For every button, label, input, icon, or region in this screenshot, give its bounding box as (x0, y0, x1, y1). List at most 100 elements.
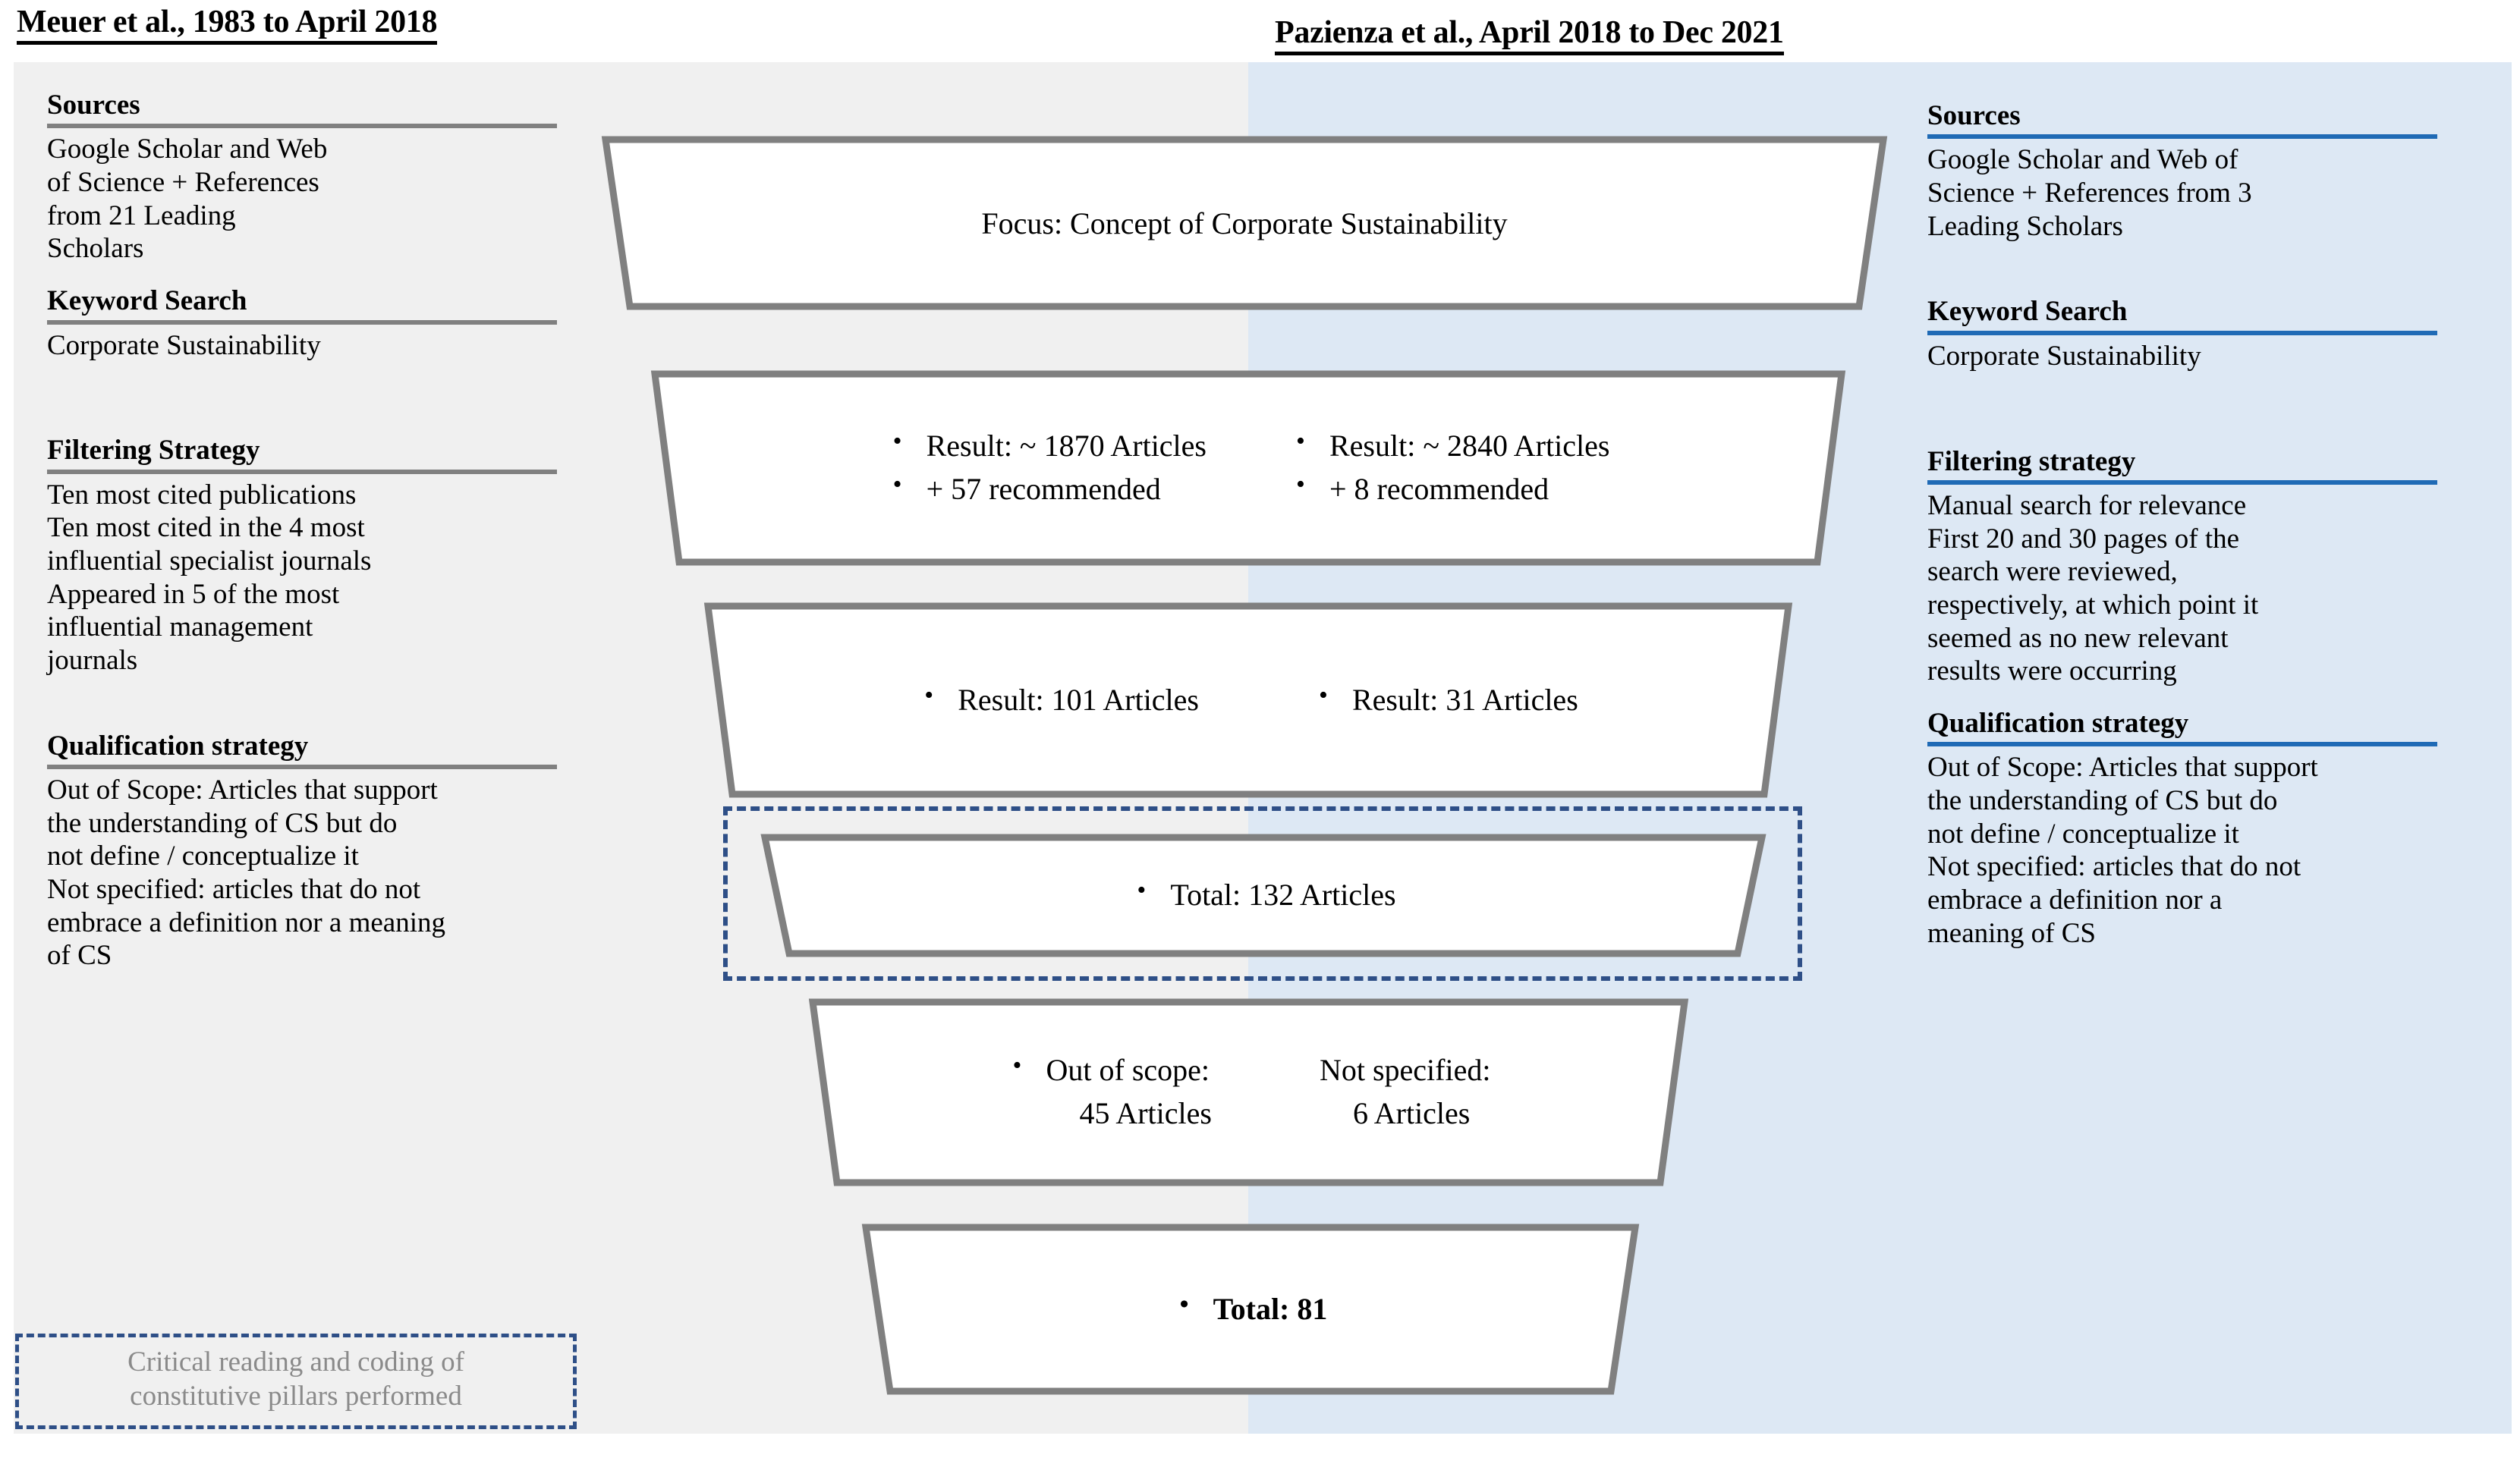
right-column-title: Pazienza et al., April 2018 to Dec 2021 (1275, 17, 1784, 55)
left-section-keyword-search-rule (47, 319, 557, 325)
bullet-item: + 8 recommended (1290, 467, 1609, 511)
right-section-keyword-search: Keyword Search Corporate Sustainability (1927, 296, 2504, 372)
right-section-keyword-search-body: Corporate Sustainability (1927, 340, 2504, 373)
text-line: Corporate Sustainability (47, 329, 321, 361)
text-line: embrace a definition nor a (1927, 884, 2223, 916)
funnel-stage-filtering-results: Result: 101 Articles Result: 31 Articles (702, 602, 1795, 799)
funnel-stage-total-132-body: Total: 132 Articles (1131, 872, 1395, 917)
left-section-filtering-strategy-body: Ten most cited publications Ten most cit… (47, 479, 624, 677)
right-section-filtering-strategy: Filtering strategy Manual search for rel… (1927, 446, 2504, 688)
trapezoid-shape (601, 136, 1888, 310)
funnel-stage-filtering-results-right: Result: 31 Articles (1313, 677, 1578, 722)
funnel-stage-keyword-results-right: Result: ~ 2840 Articles + 8 recommended (1290, 423, 1609, 511)
right-section-sources: Sources Google Scholar and Web of Scienc… (1927, 100, 2504, 243)
text-line: the understanding of CS but do (47, 807, 398, 839)
text-line: Appeared in 5 of the most (47, 578, 340, 610)
right-section-sources-heading: Sources (1927, 100, 2021, 131)
funnel-stage-focus: Focus: Concept of Corporate Sustainabili… (599, 135, 1889, 311)
bullet-item: Total: 132 Articles (1131, 872, 1395, 917)
text-line: the understanding of CS but do (1927, 784, 2278, 816)
highlight-box-total-132 (723, 806, 1802, 981)
text-line: constitutive pillars performed (130, 1381, 462, 1412)
text-line: journals (47, 644, 138, 676)
left-section-sources-rule (47, 124, 557, 129)
text-line: Not specified: articles that do not (1927, 851, 2301, 883)
left-section-sources-body: Google Scholar and Web of Science + Refe… (47, 133, 624, 265)
text-line: First 20 and 30 pages of the (1927, 523, 2240, 555)
left-section-qualification-strategy-rule (47, 764, 557, 769)
left-section-qualification-strategy-heading: Qualification strategy (47, 730, 309, 762)
bullet-item: Result: 31 Articles (1313, 677, 1578, 722)
funnel-stage-total-81-body: Total: 81 (1174, 1287, 1328, 1331)
text-line: seemed as no new relevant (1927, 622, 2229, 654)
right-section-qualification-strategy-body: Out of Scope: Articles that support the … (1927, 751, 2504, 950)
text-line: not define / conceptualize it (1927, 818, 2239, 850)
right-section-filtering-strategy-heading: Filtering strategy (1927, 445, 2136, 477)
right-section-filtering-strategy-rule (1927, 479, 2437, 485)
left-section-filtering-strategy: Filtering Strategy Ten most cited public… (47, 435, 624, 677)
label-subitem: 6 Articles (1352, 1096, 1471, 1130)
text-line: Google Scholar and Web of (1927, 144, 2238, 176)
right-section-keyword-search-rule (1927, 330, 2437, 335)
funnel-stage-qualification-results-left: Out of scope: 45 Articles (1007, 1048, 1212, 1136)
funnel-stage-qualification-results: Out of scope: 45 Articles Not specified:… (807, 998, 1691, 1187)
text-line: Science + References from 3 (1927, 178, 2252, 209)
trapezoid-shape (703, 602, 1793, 798)
text-line: Manual search for relevance (1927, 489, 2247, 521)
label-item: Not specified: (1319, 1053, 1491, 1088)
left-section-qualification-strategy: Qualification strategy Out of Scope: Art… (47, 731, 624, 972)
text-line: influential specialist journals (47, 545, 372, 577)
text-line: not define / conceptualize it (47, 840, 359, 872)
funnel-stage-total-132: Total: 132 Articles (759, 833, 1768, 958)
bullet-item: Out of scope: (1007, 1048, 1212, 1092)
funnel-stage-focus-label: Focus: Concept of Corporate Sustainabili… (981, 206, 1508, 240)
left-section-qualification-strategy-body: Out of Scope: Articles that support the … (47, 774, 624, 972)
right-section-sources-body: Google Scholar and Web of Science + Refe… (1927, 143, 2504, 243)
left-section-filtering-strategy-rule (47, 469, 557, 474)
left-section-filtering-strategy-heading: Filtering Strategy (47, 435, 260, 467)
funnel-stage-filtering-results-left: Result: 101 Articles (918, 677, 1199, 722)
text-line: Corporate Sustainability (1927, 340, 2201, 372)
critical-reading-note: Critical reading and coding of constitut… (15, 1334, 577, 1429)
left-section-sources-heading: Sources (47, 90, 140, 121)
right-section-sources-rule (1927, 134, 2437, 140)
text-line: respectively, at which point it (1927, 589, 2259, 621)
text-line: Google Scholar and Web (47, 134, 328, 165)
bullet-subitem: 45 Articles (1079, 1096, 1212, 1130)
text-line: of Science + References (47, 167, 319, 199)
text-line: search were reviewed, (1927, 556, 2178, 588)
text-line: Scholars (47, 233, 144, 265)
text-line: results were occurring (1927, 655, 2177, 687)
funnel-stage-qualification-results-right: Not specified: 6 Articles (1280, 1049, 1491, 1136)
text-line: meaning of CS (1927, 917, 2096, 949)
text-line: Out of Scope: Articles that support (47, 774, 438, 806)
left-section-keyword-search-body: Corporate Sustainability (47, 329, 624, 363)
left-section-keyword-search-heading: Keyword Search (47, 285, 247, 317)
text-line: Ten most cited publications (47, 479, 357, 511)
bullet-item: Total: 81 (1174, 1287, 1328, 1331)
bullet-item: Result: ~ 1870 Articles (887, 423, 1207, 468)
bullet-item: Result: ~ 2840 Articles (1290, 423, 1609, 468)
right-section-keyword-search-heading: Keyword Search (1927, 296, 2128, 328)
text-line: Ten most cited in the 4 most (47, 512, 365, 544)
trapezoid-shape (650, 370, 1846, 566)
bullet-item: Result: 101 Articles (918, 677, 1199, 722)
funnel-stage-keyword-results-left: Result: ~ 1870 Articles + 57 recommended (887, 423, 1207, 511)
text-line: Out of Scope: Articles that support (1927, 752, 2318, 784)
text-line: from 21 Leading (47, 200, 236, 231)
right-section-filtering-strategy-body: Manual search for relevance First 20 and… (1927, 489, 2504, 688)
funnel-stage-keyword-results: Result: ~ 1870 Articles + 57 recommended… (649, 369, 1848, 567)
text-line: of CS (47, 940, 112, 972)
text-line: Critical reading and coding of (127, 1346, 464, 1378)
bullet-item: + 57 recommended (887, 467, 1207, 511)
left-column-title: Meuer et al., 1983 to April 2018 (17, 6, 438, 45)
text-line: Not specified: articles that do not (47, 873, 421, 905)
text-line: Leading Scholars (1927, 210, 2123, 242)
left-section-sources: Sources Google Scholar and Web of Scienc… (47, 90, 624, 265)
right-section-qualification-strategy-heading: Qualification strategy (1927, 707, 2189, 739)
funnel-stage-total-81: Total: 81 (860, 1223, 1641, 1396)
right-section-qualification-strategy-rule (1927, 742, 2437, 747)
left-section-keyword-search: Keyword Search Corporate Sustainability (47, 285, 624, 362)
